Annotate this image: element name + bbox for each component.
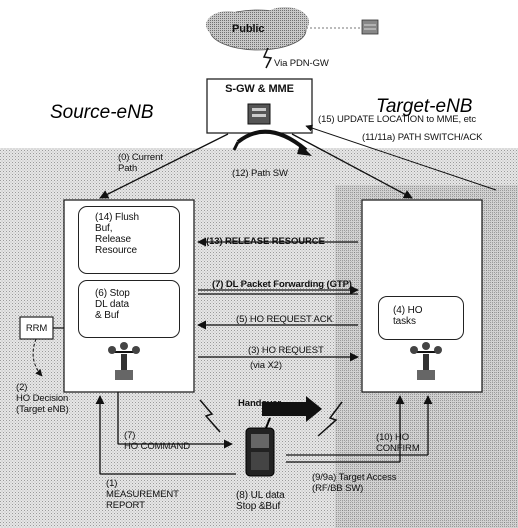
rrm-label: RRM: [25, 323, 48, 334]
ho-confirm-label: (10) HO CONFIRM: [376, 432, 420, 454]
server-icon: [361, 19, 379, 35]
ho-request-ack-label: (5) HO REQUEST ACK: [236, 314, 333, 325]
source-antenna-icon: [108, 342, 140, 380]
new-path-arrow: [291, 133, 413, 199]
source-enb-title: Source-eNB: [50, 102, 154, 123]
stop-dl-box: (6) Stop DL data & Buf: [78, 280, 180, 338]
target-radio-bolt: [317, 401, 343, 437]
sgw-server-icon: [247, 103, 271, 125]
update-location-label: (15) UPDATE LOCATION to MME, etc: [318, 114, 476, 125]
update-location-arrow: [305, 124, 497, 191]
path-switch-arc: [236, 129, 308, 152]
target-access-label: (9/9a) Target Access (RF/BB SW): [312, 472, 397, 494]
ho-tasks-box: (4) HO tasks: [378, 296, 464, 340]
handover-label: Handover: [238, 398, 282, 409]
cloud-icon: [206, 7, 309, 51]
current-path-arrow: [99, 133, 229, 199]
source-radio-bolt: [199, 399, 221, 433]
target-antenna-icon: [410, 342, 442, 380]
dl-forwarding-label: (7) DL Packet Forwarding (GTP): [212, 279, 352, 290]
flush-buf-label: (14) Flush Buf, Release Resource: [95, 212, 140, 256]
mobile-phone-icon: [245, 417, 275, 477]
ho-tasks-label: (4) HO tasks: [393, 305, 423, 327]
via-pdn-label: Via PDN-GW: [274, 58, 329, 69]
flush-buf-box: (14) Flush Buf, Release Resource: [78, 206, 180, 274]
pdn-link-bolt: [262, 47, 273, 69]
path-switch-tail: [232, 141, 240, 151]
ho-decision-label: (2) HO Decision (Target eNB): [16, 382, 69, 415]
ho-request-label: (3) HO REQUEST: [248, 345, 324, 356]
handover-arrow: [262, 396, 322, 422]
ho-decision-arrow: [32, 338, 43, 377]
path-sw-label: (12) Path SW: [232, 168, 288, 179]
sgw-title: S-GW & MME: [225, 83, 294, 95]
path-switch-ack-label: (11/11a) PATH SWITCH/ACK: [362, 132, 483, 143]
release-resource-label: (13) RELEASE RESOURCE: [206, 236, 325, 247]
measurement-report-label: (1) MEASUREMENT REPORT: [106, 478, 179, 511]
cloud-label: Public: [232, 23, 265, 35]
stop-dl-label: (6) Stop DL data & Buf: [95, 288, 130, 321]
ul-data-label: (8) UL data Stop &Buf: [236, 490, 285, 512]
target-enb-title: Target-eNB: [376, 96, 473, 117]
current-path-label: (0) Current Path: [118, 152, 163, 174]
path-switch-head: [297, 144, 312, 156]
ho-command-label: (7) HO COMMAND: [124, 430, 191, 452]
via-x2-label: (via X2): [250, 360, 282, 371]
